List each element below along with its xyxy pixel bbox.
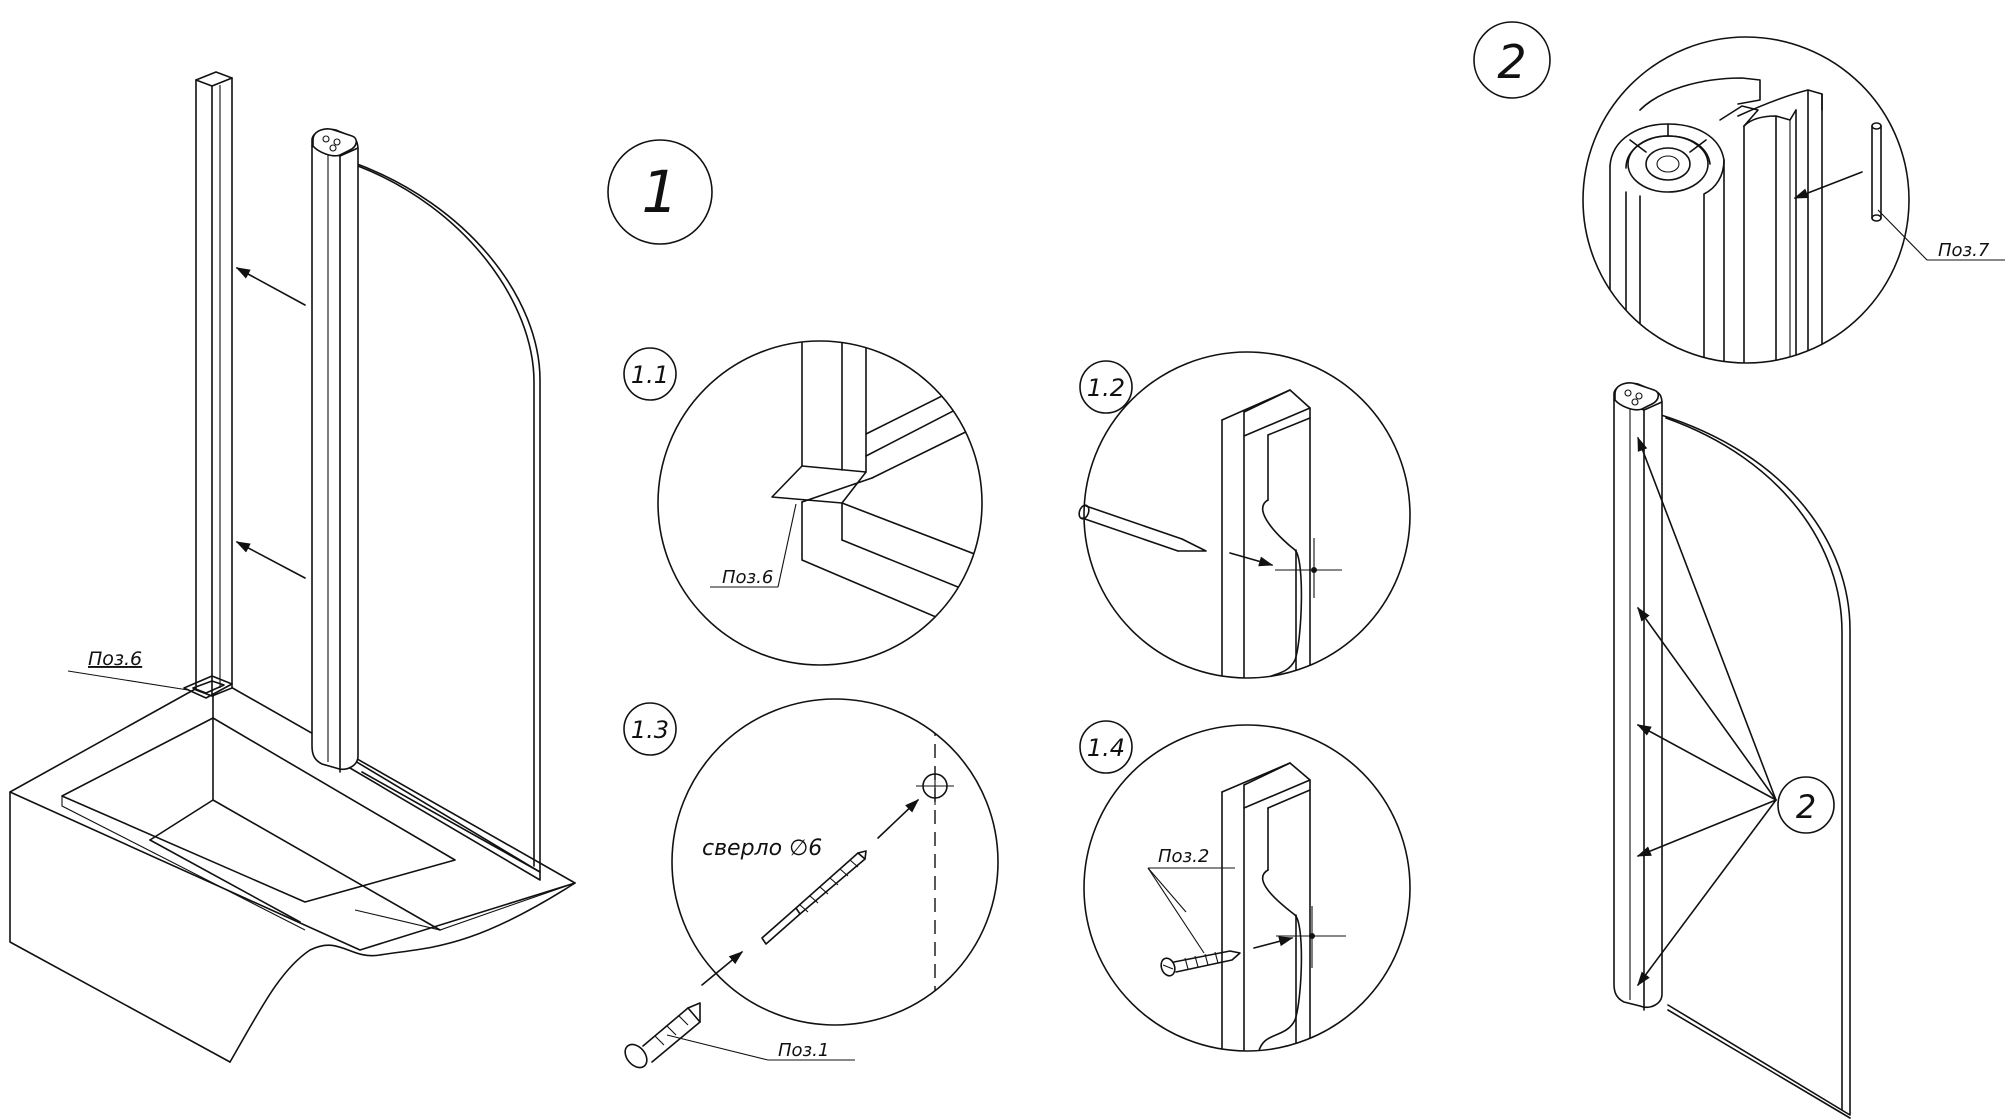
detail-1-1-circle: [657, 340, 983, 666]
detail-1-4-circle: [1083, 724, 1411, 1052]
profile-section-detail: [1609, 77, 1823, 363]
detail-1-1-content: [771, 341, 982, 641]
detail-2-circle: [1582, 36, 1910, 364]
callout-2-label: 2: [1796, 788, 1816, 826]
poz6-detail-label: Поз.6: [722, 567, 773, 588]
pin-insert-arrow: [1793, 171, 1863, 199]
poz1-leader: [666, 1034, 769, 1061]
poz6-main-leader: [67, 670, 189, 691]
drill-mark-1-2: [1275, 538, 1342, 598]
poz1-label: Поз.1: [778, 1040, 829, 1061]
poz6-main-label: Поз.6: [88, 648, 142, 670]
step-1-1-label: 1.1: [631, 361, 669, 389]
glass-screen: [311, 128, 541, 881]
detail-1-2-content: [1221, 389, 1311, 678]
mark-arrow-1-2: [1229, 552, 1274, 567]
right-glass-screen: [1613, 382, 1851, 1119]
pin-position-arrows: [1636, 436, 1777, 987]
poz7-leader: [1877, 209, 1928, 261]
drill-size-label: сверло ∅6: [702, 836, 822, 861]
pin-icon: [1871, 122, 1882, 222]
screw-icon: [1160, 950, 1241, 977]
callout-2-badge: [1777, 776, 1835, 834]
screw-arrow: [1253, 936, 1294, 949]
drill-mark-1-4: [1276, 906, 1346, 968]
step-1-1-badge: [623, 347, 677, 401]
detail-1-3-circle: [671, 698, 999, 1026]
step-1-3-badge: [623, 702, 677, 756]
bathtub: [9, 677, 576, 1063]
step-1-badge: [607, 139, 713, 245]
detail-1-4-content: [1221, 762, 1311, 1051]
wall-profile: [67, 71, 233, 699]
poz7-label: Поз.7: [1938, 240, 1990, 261]
step-1-label: 1: [642, 158, 679, 226]
step-1-2-badge: [1079, 360, 1133, 414]
step-2-badge: [1473, 21, 1551, 99]
detail-1-2-circle: [1083, 351, 1411, 679]
poz2-leader-b: [1147, 867, 1205, 954]
step-1-2-label: 1.2: [1087, 374, 1125, 402]
poz2-label: Поз.2: [1158, 846, 1209, 867]
drill-arrow-lower: [701, 951, 744, 986]
pencil-icon: [1078, 504, 1207, 552]
step-1-4-badge: [1079, 720, 1133, 774]
poz6-detail-leader: [777, 503, 797, 588]
poz2-leader-a: [1147, 867, 1187, 913]
wall-plug-icon: [624, 1002, 701, 1069]
step-1-4-label: 1.4: [1087, 734, 1125, 762]
drill-arrow-upper: [877, 799, 920, 839]
step-1-3-label: 1.3: [631, 716, 669, 744]
step-2-label: 2: [1497, 35, 1526, 89]
drill-bit-icon: [761, 850, 867, 945]
drill-target-mark: [916, 767, 954, 805]
mounting-arrows: [235, 267, 306, 579]
